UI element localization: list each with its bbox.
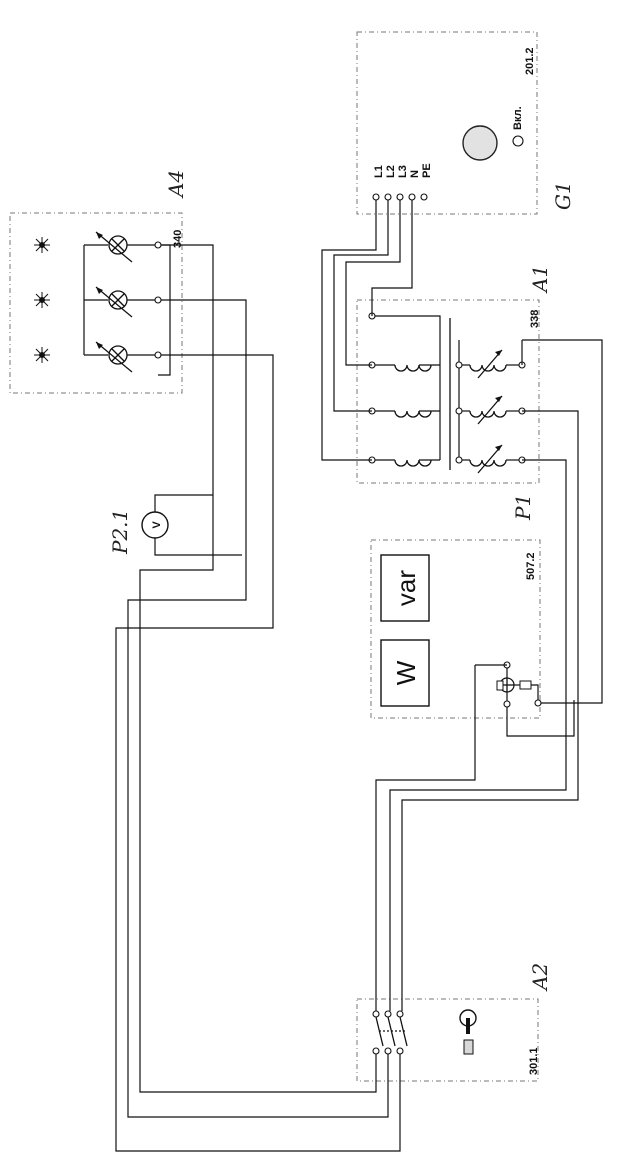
phase-label-l3: L3 (397, 165, 409, 178)
module-p1-number: 507.2 (525, 552, 537, 580)
module-a1-label: A1 (528, 265, 552, 294)
voltmeter-symbol: V (151, 521, 163, 529)
module-g1-number: 201.2 (524, 47, 536, 75)
wire-a1-sec-3 (389, 459, 567, 1011)
module-a4-number: 340 (172, 230, 184, 248)
module-p1: 507.2 var W P1 (370, 494, 542, 719)
module-a4-label: A4 (164, 170, 188, 199)
wire-g1-l2 (333, 200, 389, 412)
module-a2-number: 301.1 (528, 1047, 540, 1075)
power-sensor-icon (475, 661, 542, 708)
var-display-label: var (391, 570, 421, 606)
wire-a1-sec-1 (522, 339, 603, 704)
wire-a2-to-a4-2 (127, 299, 389, 1118)
w-display-label: W (391, 660, 421, 685)
module-p21-label: P2.1 (108, 509, 132, 555)
voltmeter-lead-2 (154, 525, 242, 556)
terminal-n[interactable] (408, 193, 416, 201)
module-a4: 340 (9, 170, 188, 394)
voltmeter-icon (141, 511, 169, 539)
terminal-l2[interactable] (384, 193, 392, 201)
module-a1-number: 338 (529, 310, 541, 328)
wire-g1-n (371, 200, 413, 316)
phase-label-l2: L2 (385, 165, 397, 178)
wire-a1-sec-2 (401, 410, 579, 1011)
wire-g1-l3 (345, 200, 401, 366)
phase-label-n: N (409, 170, 421, 178)
module-g1: 201.2 Вкл. L1 L2 L3 N PE G1 (356, 31, 575, 215)
light-indicator-icon (34, 237, 50, 363)
wire-a2-to-a4-3 (115, 354, 401, 1152)
module-p21: V P2.1 (108, 494, 242, 556)
module-a2: 301.1 A2 (356, 963, 552, 1082)
module-p1-frame (370, 539, 541, 719)
var-display (380, 554, 430, 622)
module-a1: 338 (356, 265, 552, 484)
terminal-l1[interactable] (372, 193, 380, 201)
primary-windings (368, 361, 440, 467)
module-g1-frame (356, 31, 538, 215)
power-knob[interactable] (462, 125, 498, 161)
lamp-1 (84, 231, 162, 263)
wire-g1-l1 (321, 200, 377, 461)
wiring (115, 200, 603, 1152)
lamp-2 (84, 286, 162, 318)
wire-p1-return (506, 700, 575, 737)
wire-p1-out (375, 665, 476, 1011)
lamp-3 (84, 341, 162, 373)
power-switch-label: Вкл. (512, 106, 524, 130)
secondary-windings (455, 349, 526, 474)
module-a1-frame (356, 299, 540, 484)
phase-label-l1: L1 (373, 165, 385, 178)
module-a2-label: A2 (528, 963, 552, 992)
wire-a2-to-a4-1 (139, 244, 377, 1093)
switch-handle-icon[interactable] (459, 1009, 477, 1055)
module-a2-frame (356, 998, 539, 1082)
phase-label-pe: PE (421, 163, 433, 178)
power-indicator-lamp (512, 135, 524, 147)
module-a4-frame (9, 212, 183, 394)
terminal-pe[interactable] (420, 193, 428, 201)
module-g1-label: G1 (551, 181, 575, 210)
primary-neutral-bus (372, 315, 441, 460)
switch-contacts[interactable] (375, 1016, 408, 1047)
w-display (380, 639, 430, 707)
module-p1-label: P1 (511, 494, 535, 521)
terminal-l3[interactable] (396, 193, 404, 201)
